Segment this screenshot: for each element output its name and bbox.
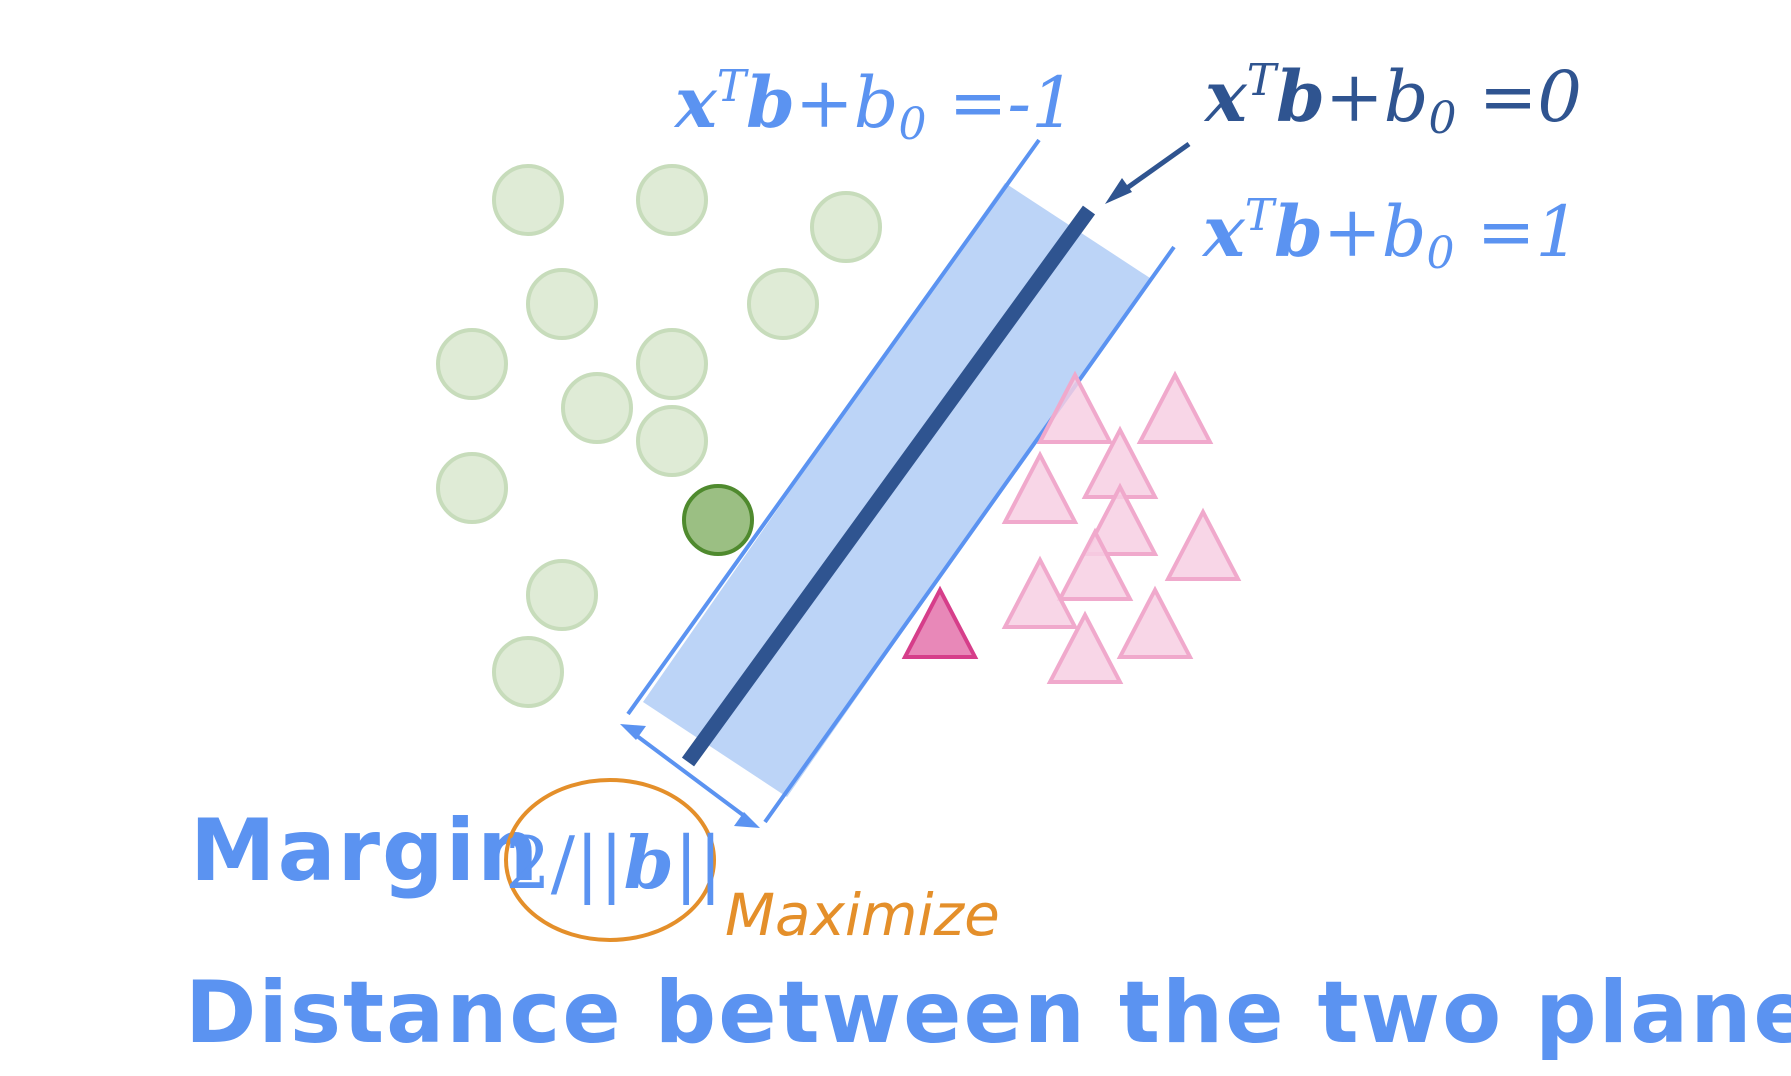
hyperplane-line [681,205,1096,767]
triangle-point [1164,507,1242,581]
triangle-point [1081,482,1159,556]
triangle-point [1136,370,1214,444]
circle-point [436,452,508,524]
support-vector-triangle [901,585,979,659]
margin-line-plus-one [763,245,1176,824]
circle-point [526,559,598,631]
distance-label: Distance between the two planes [185,963,1791,1063]
triangle-class-points [1001,370,1242,684]
circle-point [636,164,708,236]
circle-point [436,328,508,400]
equation-plus-one: xTb+b0 =1 [1201,190,1580,279]
equation-minus-one: xTb+b0 =-1 [673,61,1076,150]
triangle-point [1001,555,1079,629]
circle-point [561,372,633,444]
circle-point [636,405,708,477]
margin-width-arrow-icon [620,724,760,828]
equation-zero: xTb+b0 =0 [1203,55,1582,144]
circle-point [636,328,708,400]
circle-class-points [436,164,882,708]
hyperplane-arrow-icon [1105,141,1191,204]
maximize-highlight-ellipse [504,778,716,942]
circle-point [747,268,819,340]
margin-formula: 2/||b|| [505,820,722,905]
triangle-point [1001,450,1079,524]
triangle-point [1046,610,1124,684]
circle-point [492,164,564,236]
triangle-point [1056,527,1134,601]
circle-point [526,268,598,340]
maximize-label: Maximize [725,881,1000,949]
circle-point [810,191,882,263]
margin-line-minus-one [626,138,1041,716]
circle-point [492,636,564,708]
triangle-point [1036,370,1114,444]
support-vector-circle [682,484,754,556]
triangle-point [1116,585,1194,659]
margin-label: Margin [190,801,540,901]
